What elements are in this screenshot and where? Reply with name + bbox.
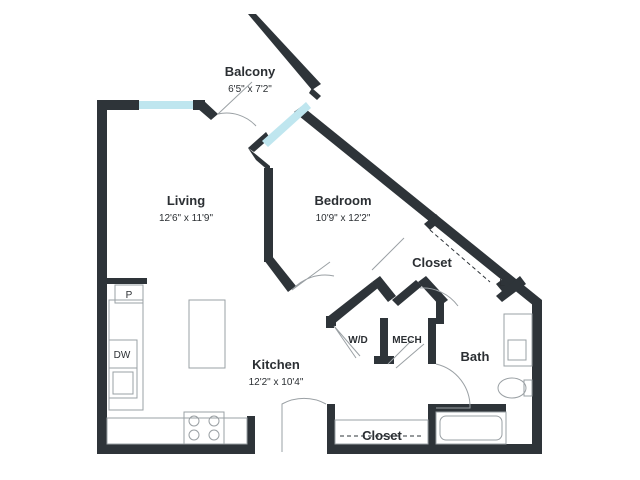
burner [188,429,200,441]
windows [139,101,311,147]
entry-closet-name: Closet [362,428,402,443]
vanity [503,313,533,367]
range [183,411,225,445]
labels: Balcony 6'5" x 7'2" Living 12'6" x 11'9"… [114,64,506,443]
doors [217,81,471,452]
bath-name: Bath [461,349,490,364]
living-dims: 12'6" x 11'9" [159,213,214,224]
dishwasher [108,339,138,369]
living-window [139,101,193,109]
linen-label: L [499,278,505,289]
balcony-door [217,81,257,127]
bath-door [419,287,459,307]
kitchen-name: Kitchen [252,357,300,372]
bathtub [435,411,507,445]
burner [188,415,200,427]
kitchen-island [188,299,226,369]
entry-closet [334,419,429,445]
kitchen-counter-bottom [106,417,248,445]
pantry-label: P [126,290,133,301]
bedroom-closet-name: Closet [412,255,452,270]
bedroom-closet-door [371,237,405,271]
closet-rod [429,229,491,283]
toilet-tank [523,379,533,397]
wd-label: W/D [348,335,367,346]
fixtures [106,229,533,445]
bathtub-inner [439,415,503,441]
wd-door [333,325,361,359]
bedroom-door [291,261,335,291]
bedroom-window [262,102,311,147]
toilet [497,377,527,399]
kitchen-dims: 12'2" x 10'4" [249,377,304,388]
bedroom-dims: 10'9" x 12'2" [316,213,371,224]
pantry [114,284,144,304]
kitchen-sink-basin [112,371,134,395]
vanity-basin [507,339,527,361]
balcony-dims: 6'5" x 7'2" [228,84,272,95]
burner [208,429,220,441]
walls [97,14,542,454]
mech-door [387,339,425,369]
burner [208,415,220,427]
living-name: Living [167,193,205,208]
bath-entry-arc [435,363,471,409]
balcony-name: Balcony [225,64,276,79]
entry-door [281,397,327,452]
mech-label: MECH [392,335,421,346]
bedroom-name: Bedroom [314,193,371,208]
dishwasher-label: DW [114,350,131,361]
